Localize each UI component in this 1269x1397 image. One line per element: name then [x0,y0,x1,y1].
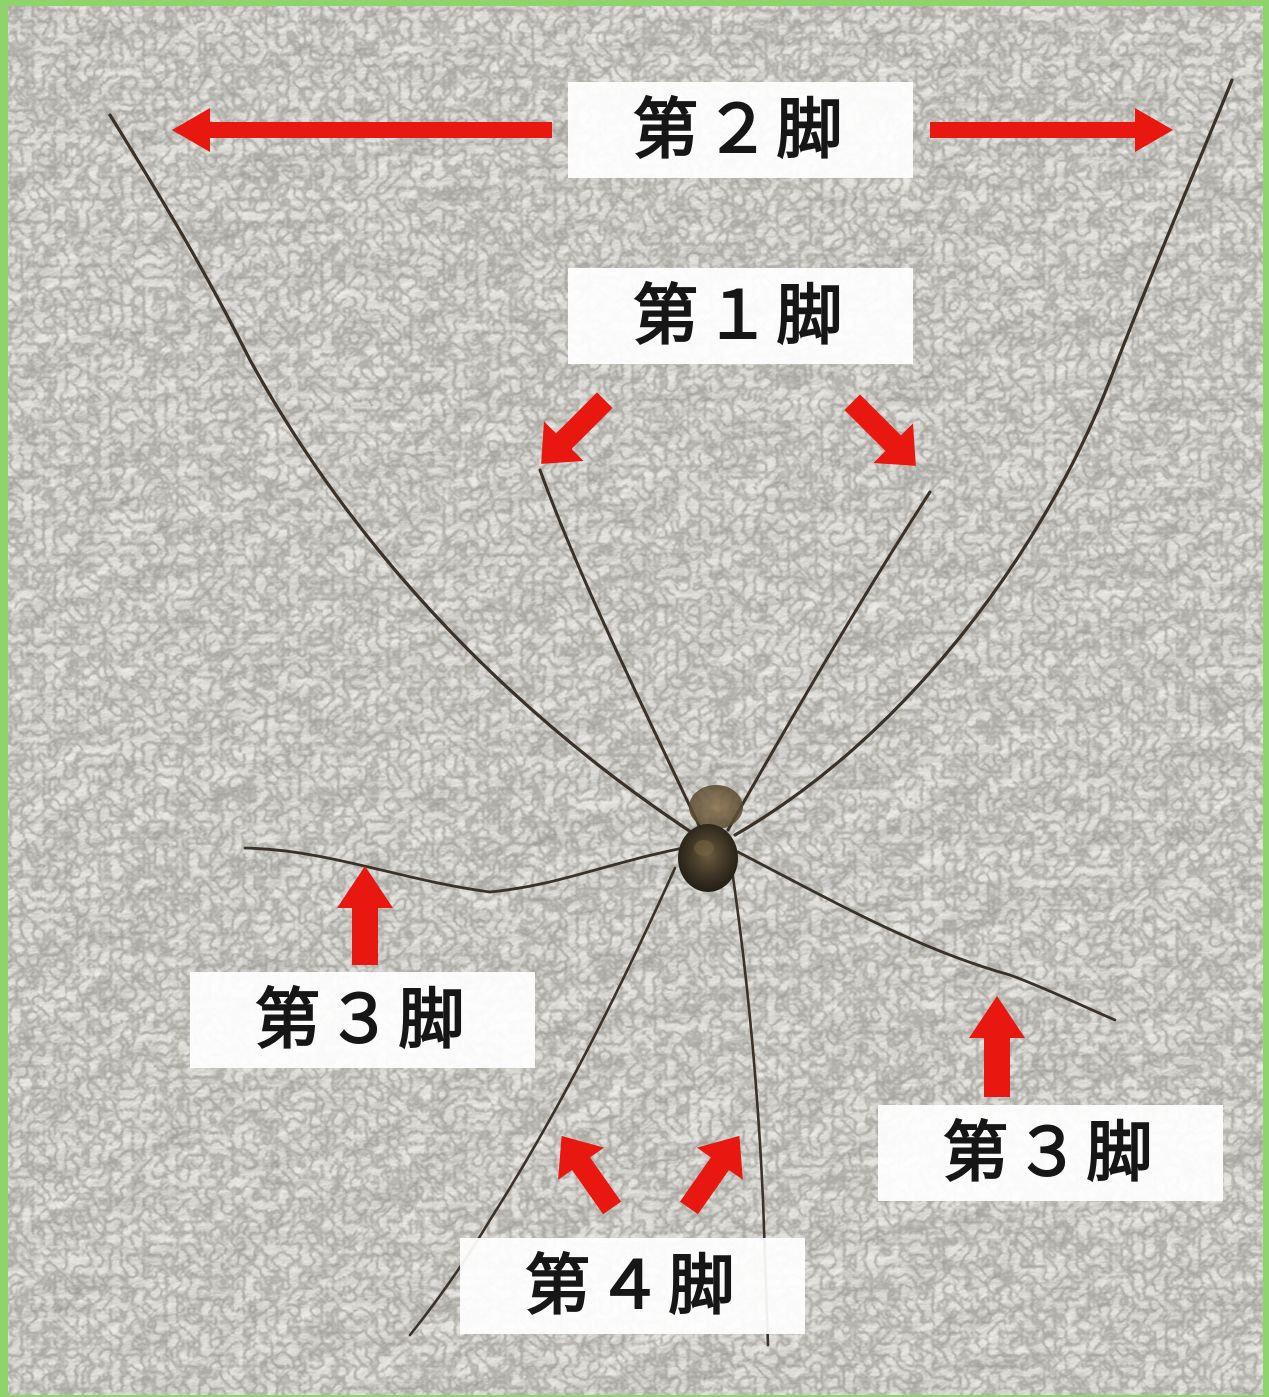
spider-photo [8,6,1263,1395]
label-leg1: 第１脚 [568,268,913,364]
leg3-right [736,850,1117,1022]
leg1-left [538,468,704,834]
spider-body [678,785,743,892]
leg4-left-arrow [558,1135,622,1215]
label-leg3-left: 第３脚 [190,972,535,1068]
label-leg2: 第２脚 [568,82,913,178]
spider-legs [108,78,1234,1347]
leg4-right-arrow [679,1135,743,1215]
red-arrows [172,108,1173,1215]
label-leg3-right: 第３脚 [878,1105,1223,1201]
leg2-left [108,113,702,840]
leg1-left-arrow [541,392,613,464]
leg3-left [243,846,685,894]
leg2-right-arrow [930,108,1173,152]
leg3-right-arrow [969,996,1025,1097]
leg2-left-arrow [172,108,552,152]
leg4-left [408,866,677,1337]
leg1-right [726,490,932,832]
label-leg4: 第４脚 [460,1238,805,1334]
leg3-left-arrow [337,866,393,965]
leg1-right-arrow [844,394,916,466]
leg2-right [733,78,1234,837]
